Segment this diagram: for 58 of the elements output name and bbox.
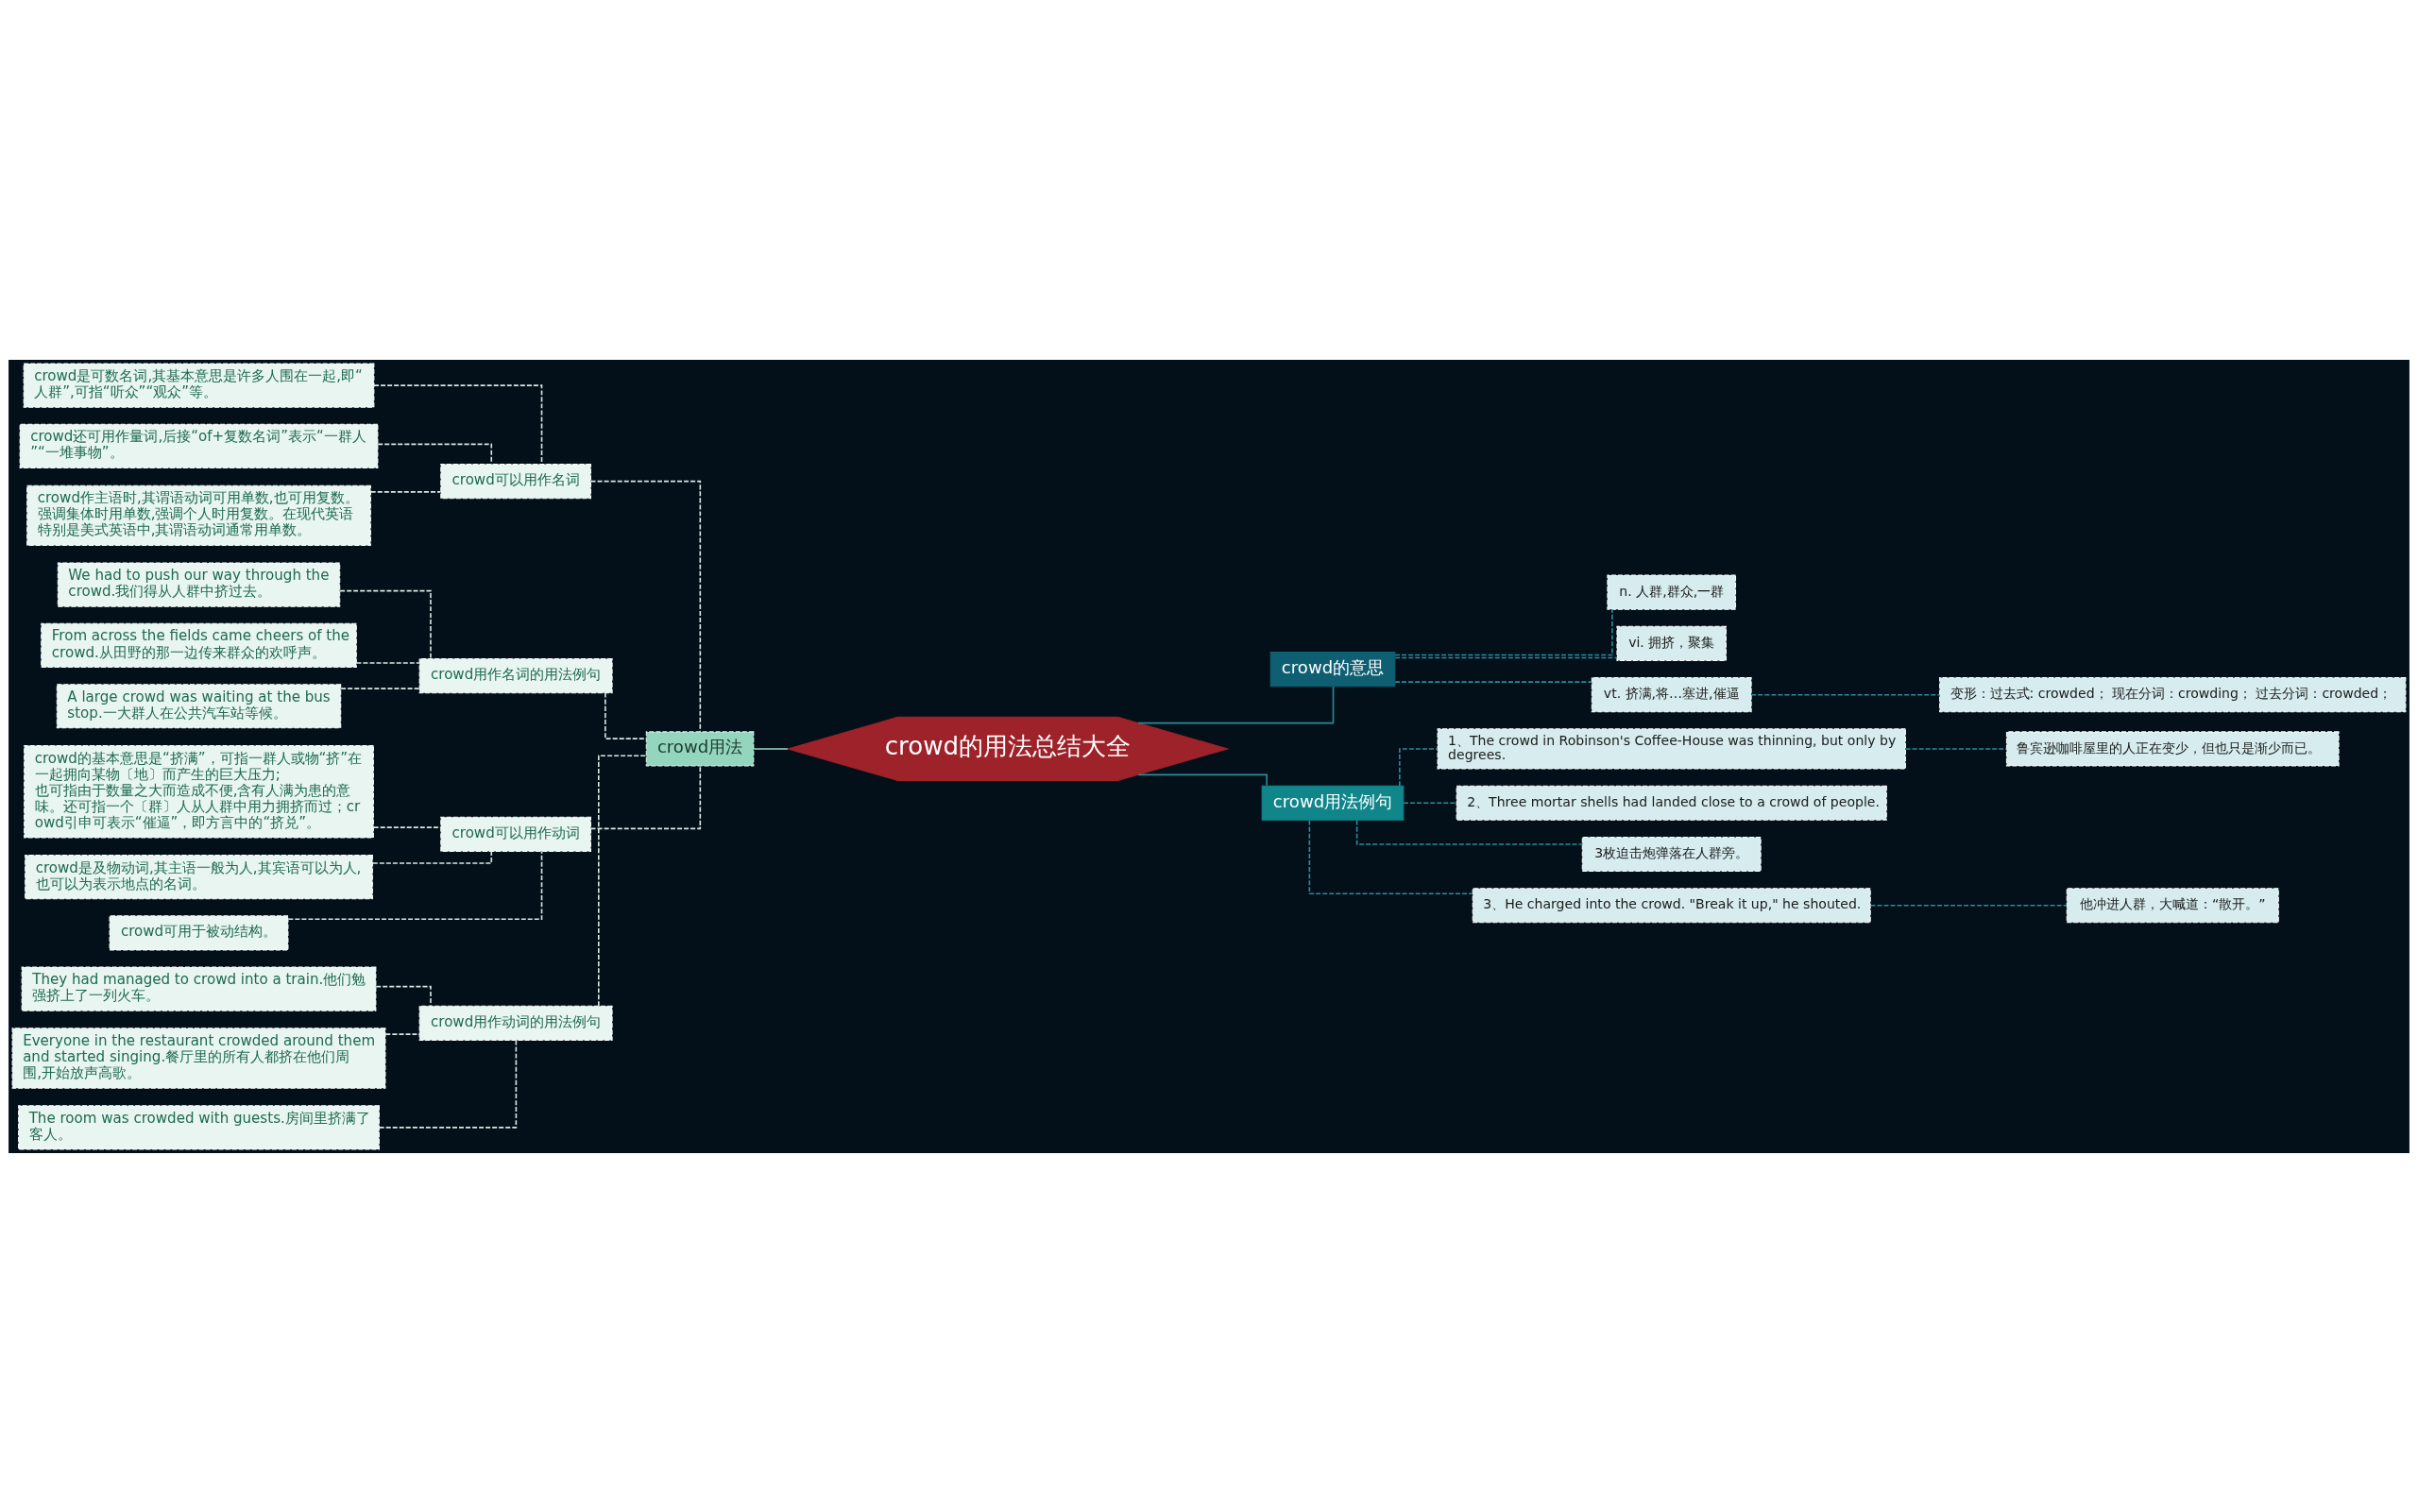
node-box: A large crowd was waiting at the bus stop.一大群人在公共汽车站等候。 [56,683,342,728]
connector [1394,680,1592,683]
connector [1869,904,2068,907]
node-box: crowd用法例句 [1261,785,1405,821]
node-box: From across the fields came cheers of the crowd.从田野的那一边传来群众的欢呼声。 [41,622,357,668]
connector [340,687,420,689]
node-box: crowd是可数名词,其基本意思是许多人围在一起,即“人群”,可指“听众”“观众”等。 [23,363,375,408]
connector [372,825,442,828]
connector [355,661,420,664]
connector [373,383,543,465]
connector [384,1032,420,1035]
node-box: crowd用作名词的用法例句 [418,657,613,693]
connector [1355,819,1583,845]
node-box: crowd用作动词的用法例句 [418,1005,613,1041]
connector [339,589,432,659]
node-box: crowd可以用作名词 [440,463,591,499]
node-box: 变形：过去式: crowded； 现在分词：crowding； 过去分词：crowded； [1939,676,2407,712]
node-box: vi. 拥挤，聚集 [1616,625,1727,661]
node-box: 3枚迫击炮弹落在人群旁。 [1581,836,1762,872]
node-box: crowd的意思 [1269,651,1396,687]
connector [1403,801,1457,804]
node-box: 鲁宾逊咖啡屋里的人正在变少，但也只是渐少而已。 [2005,730,2340,767]
node-box: crowd可用于被动结构。 [109,914,289,950]
node-box: vt. 挤满,将…塞进,催逼 [1591,676,1752,712]
connector [753,747,789,750]
node-box: crowd用法 [645,730,755,767]
connector [378,1039,518,1129]
connector [604,691,647,739]
connector [1750,693,1941,695]
connector [287,850,543,920]
connector [589,764,702,829]
node-box: 1、The crowd in Robinson's Coffee-House was thinning, but only by degrees. [1437,727,1906,770]
node-box: crowd还可用作量词,后接“of+复数名词”表示“一群人”“一堆事物”。 [19,423,379,468]
node-box: We had to push our way through the crowd.我们得从人群中挤过去。 [57,562,341,607]
node-box: The room was crowded with guests.房间里挤满了客人。 [18,1104,380,1149]
connector [1904,747,2008,750]
connector [371,850,493,864]
node-box: 3、He charged into the crowd. "Break it up," he shouted. [1472,887,1871,923]
connector [1137,773,1268,787]
node-box: crowd是及物动词,其主语一般为人,其宾语可以为人,也可以为表示地点的名词。 [25,854,373,899]
connector [1399,747,1439,787]
node-box: Everyone in the restaurant crowded around them and started singing.餐厅里的所有人都挤在他们周围,开始放声高歌。 [11,1027,386,1089]
node-box: 他冲进人群，大喊道：“散开。” [2066,887,2279,923]
connector [377,443,493,465]
node-box: They had managed to crowd into a train.他们勉强挤上了一列火车。 [21,966,377,1011]
node-box: crowd作主语时,其谓语动词可用单数,也可用复数。强调集体时用单数,强调个人时用复数。在现代英语特别是美式英语中,其谓语动词通常用单数。 [26,484,371,546]
node-box: crowd的基本意思是“挤满”，可指一群人或物“挤”在一起拥向某物〔地〕而产生的巨大压力; 也可指由于数量之大而造成不便,含有人满为患的意味。还可指一个〔群〕人从人群中用力拥挤而过；crowd引申可表示“催逼”，即方言中的“挤兑”。 [24,744,374,838]
connector [375,985,432,1007]
node-box: crowd可以用作动词 [440,816,591,852]
connector [598,754,647,1007]
node-box: 2、Three mortar shells had landed close to a crowd of people. [1456,785,1887,821]
node-box: n. 人群,群众,一群 [1607,574,1737,610]
connector [1137,685,1335,723]
connector [1394,608,1613,655]
connector [589,480,702,733]
connector [1308,819,1473,894]
connector [1394,656,1618,658]
connector [369,490,442,493]
